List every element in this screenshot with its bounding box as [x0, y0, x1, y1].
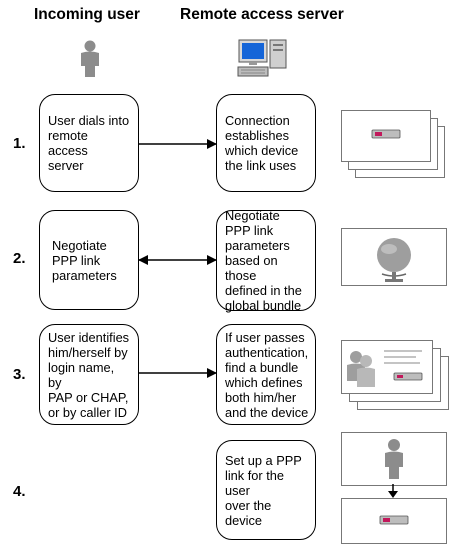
- step-number-1: 1.: [13, 135, 26, 152]
- step-number-3: 3.: [13, 366, 26, 383]
- step-number-4: 4.: [13, 483, 26, 500]
- device-icon: [379, 515, 409, 525]
- device-cards-icon: [341, 110, 451, 182]
- user-step-2-text: Negotiate PPP link parameters: [52, 237, 117, 283]
- server-step-2-text: Negotiate PPP link parameters based on t…: [225, 208, 302, 313]
- server-step-1-box: Connection establishes which device the …: [216, 94, 316, 192]
- user-step-3-text: User identifies him/herself by login nam…: [48, 329, 130, 420]
- users-bundle-icon: [341, 340, 453, 412]
- user-step-2-box: Negotiate PPP link parameters: [39, 210, 139, 310]
- remote-access-server-header: Remote access server: [180, 6, 344, 23]
- globe-icon: [377, 238, 411, 282]
- server-step-3-box: If user passes authentication, find a bu…: [216, 324, 316, 425]
- step-number-2: 2.: [13, 250, 26, 267]
- user-step-1-text: User dials into remote access server: [48, 113, 130, 173]
- server-step-4-box: Set up a PPP link for the user over the …: [216, 440, 316, 540]
- arrow-down-icon: [388, 484, 398, 498]
- person-icon: [385, 439, 403, 479]
- server-step-3-text: If user passes authentication, find a bu…: [225, 329, 309, 420]
- person-icon: [81, 40, 99, 77]
- user-card: [341, 432, 447, 486]
- device-icon: [371, 129, 401, 139]
- user-step-3-box: User identifies him/herself by login nam…: [39, 324, 139, 425]
- globe-card: [341, 228, 447, 286]
- users-icon: [347, 350, 423, 387]
- server-step-1-text: Connection establishes which device the …: [225, 113, 299, 173]
- user-step-1-box: User dials into remote access server: [39, 94, 139, 192]
- server-step-4-text: Set up a PPP link for the user over the …: [225, 452, 302, 528]
- computer-icon: [237, 39, 287, 77]
- server-step-2-box: Negotiate PPP link parameters based on t…: [216, 208, 316, 313]
- device-card: [341, 498, 447, 544]
- incoming-user-header: Incoming user: [34, 6, 140, 23]
